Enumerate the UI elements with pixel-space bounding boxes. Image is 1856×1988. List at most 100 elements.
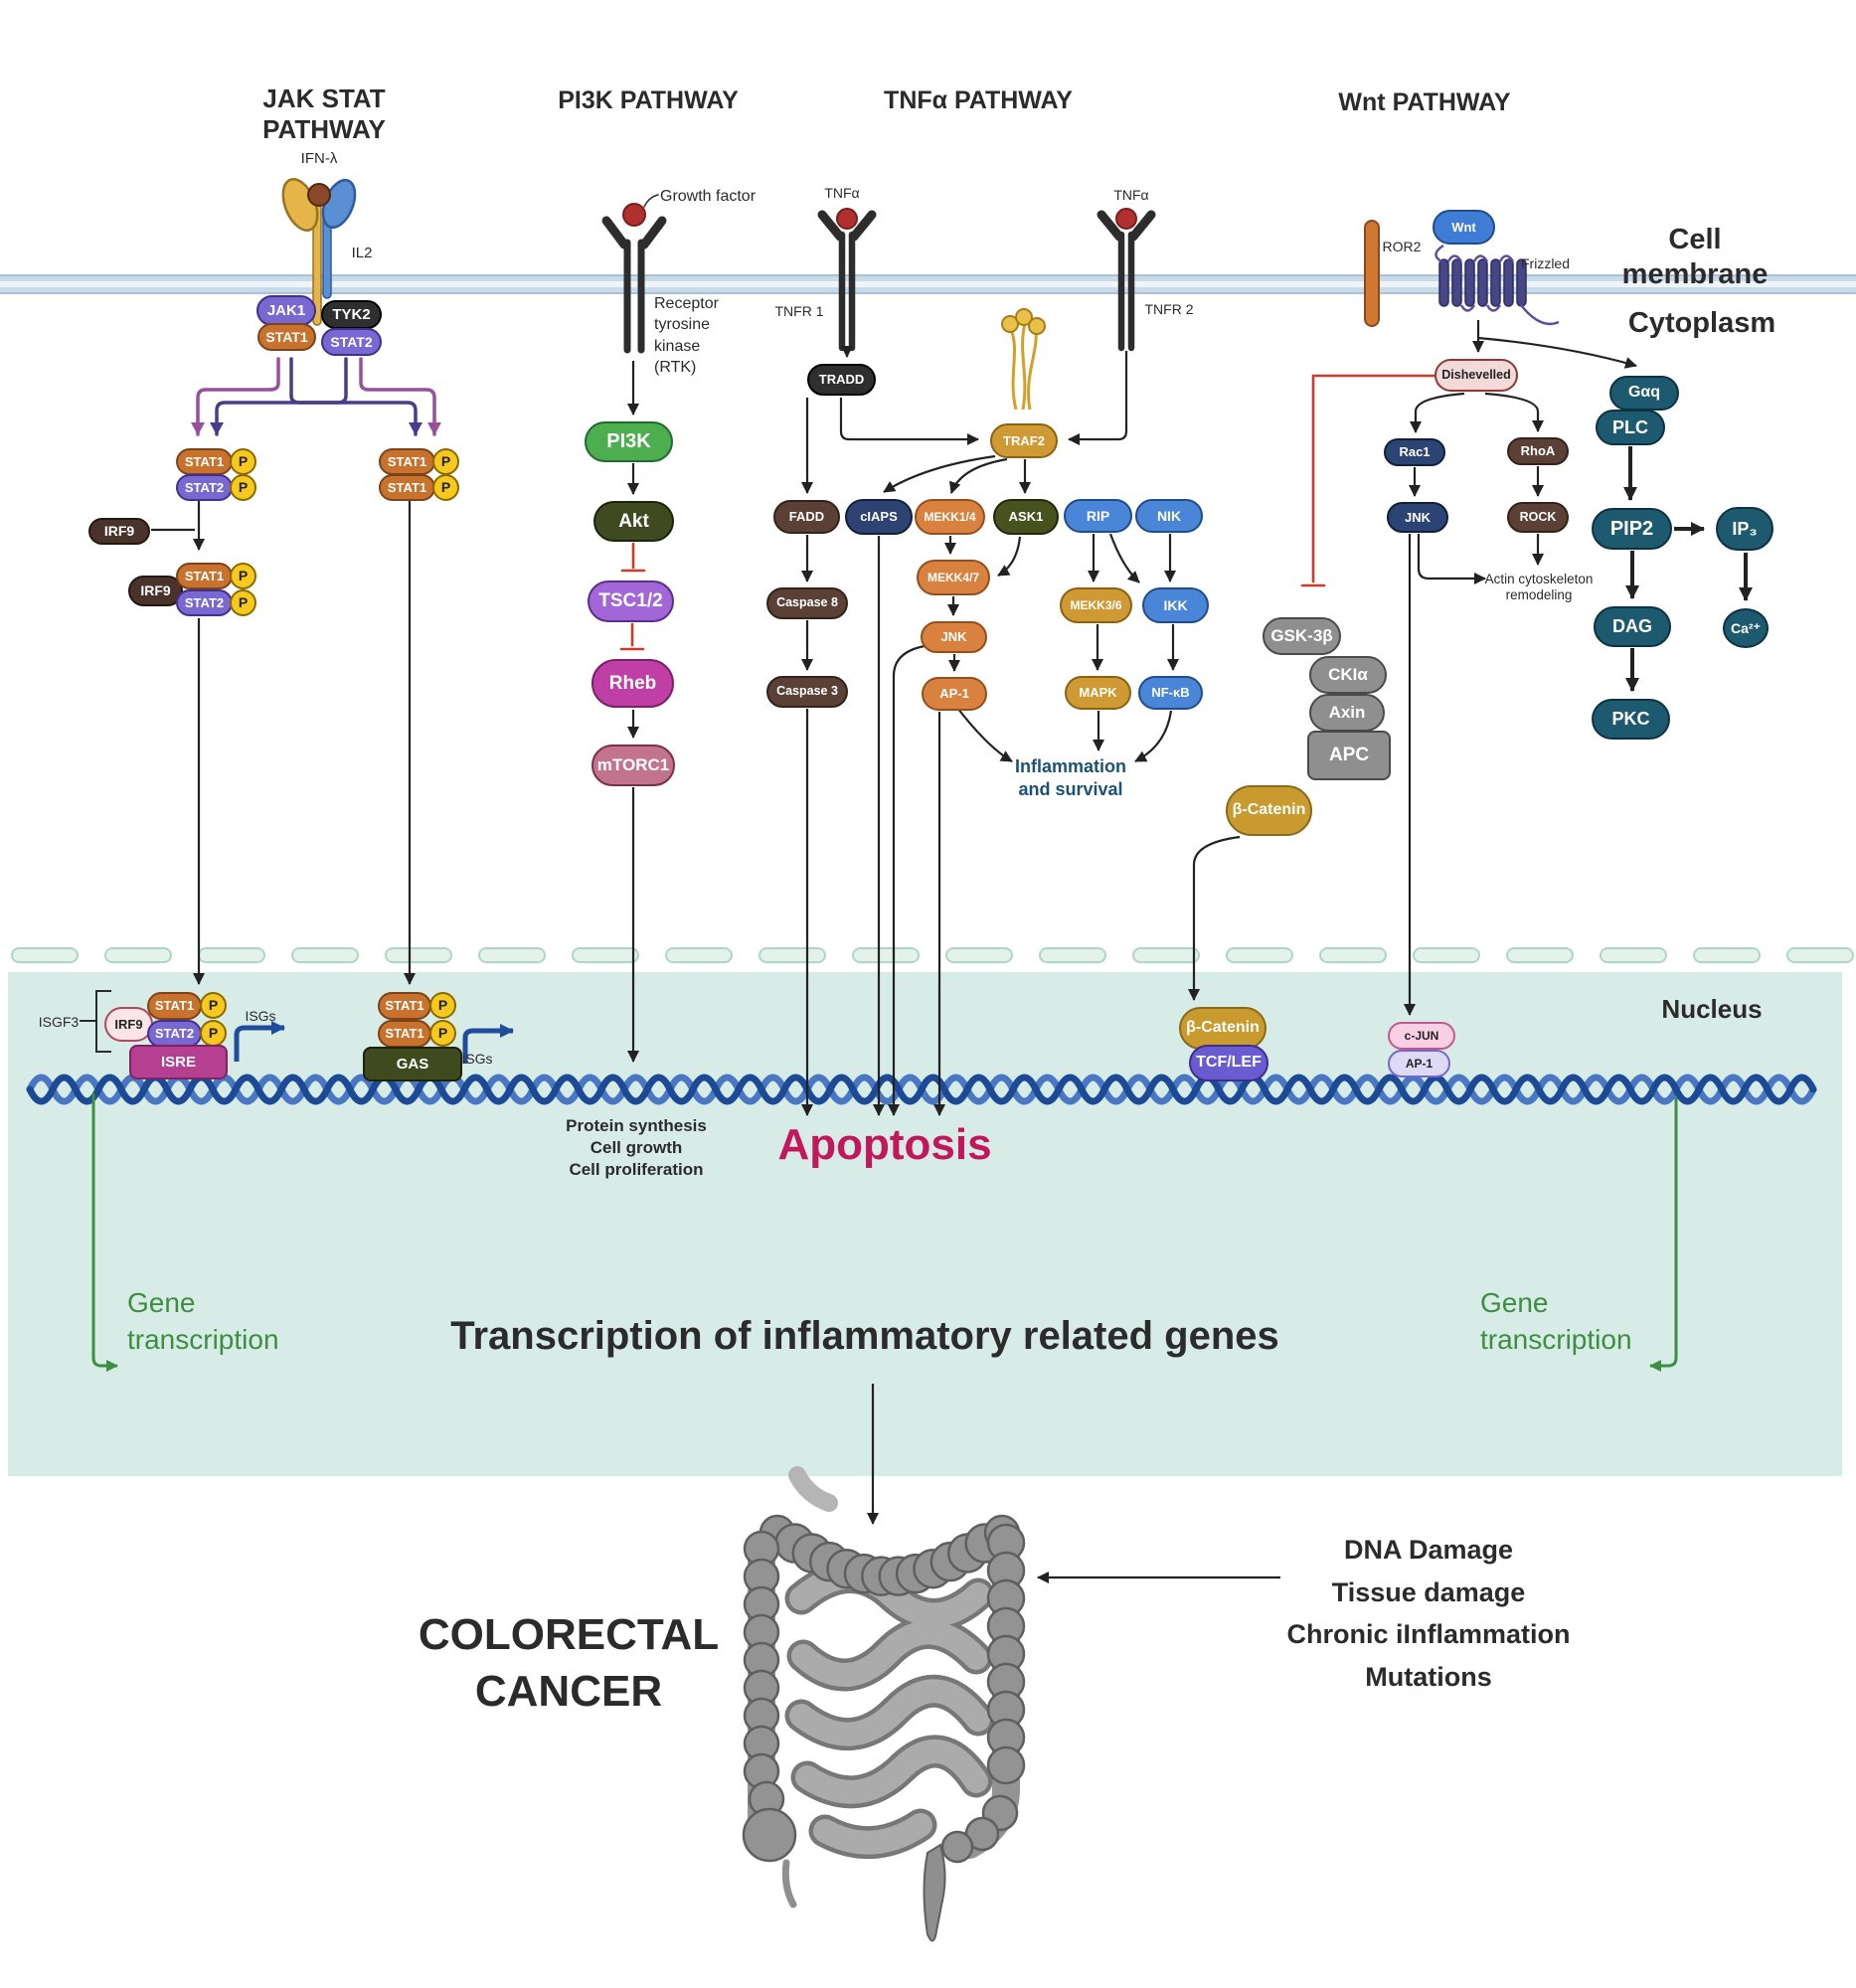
tcflef: TCF/LEF bbox=[1189, 1045, 1268, 1081]
tnfa-1: TNFα bbox=[824, 185, 860, 201]
pi3k: PI3K bbox=[585, 421, 673, 462]
p-g2: P bbox=[429, 1020, 456, 1047]
isgf3: ISGF3 bbox=[38, 1014, 80, 1030]
stat1-l1: STAT1 bbox=[176, 448, 233, 475]
tsc12: TSC1/2 bbox=[588, 580, 674, 622]
ap1-tnf: AP-1 bbox=[922, 677, 987, 711]
rtk-receptor-icon bbox=[601, 194, 667, 354]
p-g1: P bbox=[429, 992, 456, 1019]
p-c2: P bbox=[230, 589, 256, 616]
bcat-nuc: β-Catenin bbox=[1179, 1007, 1266, 1050]
frizzled-receptor-icon bbox=[1434, 244, 1560, 326]
stat2-n1: STAT2 bbox=[147, 1020, 202, 1048]
stat2-jak: STAT2 bbox=[321, 328, 382, 356]
dishevelled: Dishevelled bbox=[1434, 359, 1518, 392]
ifn-lambda: IFN-λ bbox=[300, 150, 338, 167]
jak-branch-arrows bbox=[191, 357, 441, 436]
frizzled-label: Frizzled bbox=[1521, 255, 1571, 271]
cell-membrane: Cell membrane bbox=[1621, 224, 1769, 290]
wnt: Wnt bbox=[1433, 210, 1495, 245]
nik: NIK bbox=[1135, 499, 1203, 533]
gaq: Gαq bbox=[1609, 376, 1679, 411]
fadd: FADD bbox=[773, 500, 840, 534]
mapk: MAPK bbox=[1065, 676, 1131, 710]
stat2-c: STAT2 bbox=[176, 589, 233, 616]
p-l1: P bbox=[230, 448, 256, 475]
tnfr1-receptor-icon bbox=[817, 208, 877, 352]
rtk-label: Receptor tyrosine kinase (RTK) bbox=[654, 295, 719, 377]
ifn-receptor-icon bbox=[281, 178, 357, 326]
rheb: Rheb bbox=[591, 659, 674, 708]
tnfr-2: TNFR 2 bbox=[1144, 301, 1194, 317]
mekk47: MEKK4/7 bbox=[917, 560, 990, 595]
stat1-r1: STAT1 bbox=[379, 448, 435, 475]
tradd: TRADD bbox=[807, 364, 876, 396]
ckia: CKIα bbox=[1309, 656, 1387, 694]
mekk14: MEKK1/4 bbox=[915, 499, 985, 535]
pkc: PKC bbox=[1592, 699, 1670, 740]
stat1-g2: STAT1 bbox=[378, 1020, 431, 1048]
appendix bbox=[781, 1859, 797, 1908]
inflammation-survival: Inflammation and survival bbox=[1014, 756, 1127, 799]
p-r1: P bbox=[432, 448, 459, 475]
irf9-complex: IRF9 bbox=[128, 576, 183, 606]
rhoa: RhoA bbox=[1507, 437, 1569, 465]
cytoplasm: Cytoplasm bbox=[1627, 307, 1776, 339]
jak1: JAK1 bbox=[256, 295, 316, 326]
stat2-l1: STAT2 bbox=[176, 474, 233, 501]
isgs-1: ISGs bbox=[245, 1008, 276, 1024]
il2: IL2 bbox=[351, 245, 373, 261]
actin-remodeling: Actin cytoskeleton remodeling bbox=[1484, 572, 1594, 603]
gene-transcription-right: Gene transcription bbox=[1480, 1287, 1632, 1355]
growth-factor: Growth factor bbox=[660, 188, 757, 205]
gene-transcription-arrows bbox=[91, 1093, 1678, 1372]
stat1-c: STAT1 bbox=[176, 563, 233, 589]
tnfa-title: TNFα PATHWAY bbox=[884, 86, 1073, 114]
ror2-bar bbox=[1364, 220, 1380, 327]
thick-arrows bbox=[1623, 446, 1753, 692]
traf2-trimer-icon bbox=[1001, 308, 1046, 411]
akt: Akt bbox=[593, 501, 674, 542]
isgs-arrows bbox=[234, 1021, 514, 1064]
p-n2: P bbox=[200, 1020, 227, 1047]
tnfr-1: TNFR 1 bbox=[774, 303, 824, 319]
intestine-icon bbox=[742, 1466, 1026, 1942]
damage-list: DNA Damage Tissue damage Chronic iInflam… bbox=[1286, 1535, 1571, 1692]
dna-helix bbox=[26, 1074, 1817, 1105]
ip3: IP₃ bbox=[1716, 507, 1773, 551]
stat1-r2: STAT1 bbox=[379, 474, 435, 501]
caspase3: Caspase 3 bbox=[766, 676, 848, 708]
tyk2: TYK2 bbox=[321, 300, 382, 329]
nucleus-label: Nucleus bbox=[1661, 994, 1763, 1024]
jnk-wnt: JNK bbox=[1387, 502, 1448, 533]
protein-synthesis: Protein synthesis Cell growth Cell proli… bbox=[566, 1116, 707, 1179]
transcription-main: Transcription of inflammatory related ge… bbox=[450, 1314, 1279, 1358]
p-c1: P bbox=[230, 563, 256, 589]
ca2: Ca²⁺ bbox=[1723, 608, 1769, 648]
stat1-n1: STAT1 bbox=[147, 992, 202, 1020]
jak-title: JAK STAT PATHWAY bbox=[262, 83, 386, 145]
ciaps: cIAPS bbox=[845, 499, 913, 535]
rectum bbox=[923, 1843, 946, 1942]
rac1: Rac1 bbox=[1384, 438, 1445, 466]
stat1-g1: STAT1 bbox=[378, 992, 431, 1020]
traf2: TRAF2 bbox=[990, 423, 1058, 458]
gas: GAS bbox=[363, 1047, 462, 1081]
nfkb: NF-κB bbox=[1138, 676, 1203, 710]
wnt-title: Wnt PATHWAY bbox=[1338, 88, 1511, 116]
p-r2: P bbox=[432, 474, 459, 501]
cell-membrane-band bbox=[0, 274, 1856, 294]
colon-haustra bbox=[742, 1514, 1026, 1864]
cjun: c-JUN bbox=[1388, 1022, 1455, 1050]
apc: APC bbox=[1307, 731, 1391, 780]
black-arrows bbox=[151, 320, 1637, 1583]
isgs-2: ISGs bbox=[461, 1051, 493, 1067]
p-l2: P bbox=[230, 474, 256, 501]
colorectal-cancer: COLORECTAL CANCER bbox=[418, 1610, 720, 1717]
gsk3b: GSK-3β bbox=[1263, 617, 1341, 655]
ikk: IKK bbox=[1142, 587, 1209, 623]
apoptosis: Apoptosis bbox=[777, 1120, 992, 1169]
irf9-free: IRF9 bbox=[88, 518, 150, 545]
